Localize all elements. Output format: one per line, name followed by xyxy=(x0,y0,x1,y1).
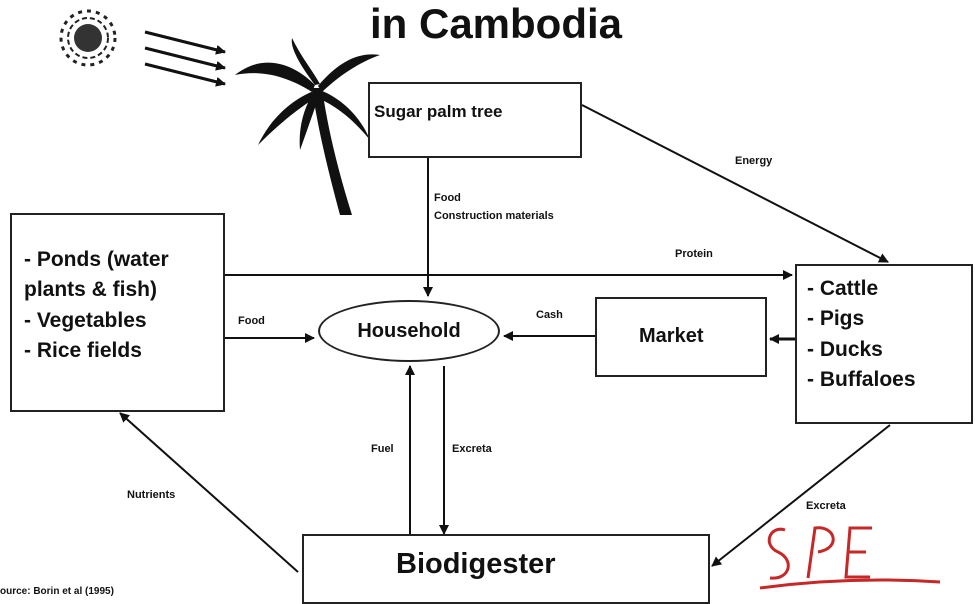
household-label: Household xyxy=(357,320,460,343)
edge-label-construction: Construction materials xyxy=(434,210,554,222)
edge-label-excreta-household: Excreta xyxy=(452,443,492,455)
livestock-node: - Cattle - Pigs - Ducks - Buffaloes xyxy=(795,264,973,424)
edge-label-excreta-livestock: Excreta xyxy=(806,500,846,512)
crops-item: - Vegetables xyxy=(24,306,223,336)
household-node: Household xyxy=(318,300,500,362)
source-note: ource: Borin et al (1995) xyxy=(0,586,114,597)
crops-item: plants & fish) xyxy=(24,275,223,305)
crops-node: - Ponds (water plants & fish) - Vegetabl… xyxy=(10,213,225,412)
livestock-item: - Pigs xyxy=(807,304,971,334)
livestock-item: - Cattle xyxy=(807,274,971,304)
sugar-palm-label: Sugar palm tree xyxy=(374,102,503,122)
sun-icon xyxy=(61,11,115,65)
edge-label-food: Food xyxy=(434,192,461,204)
livestock-item: - Buffaloes xyxy=(807,365,971,395)
livestock-item: - Ducks xyxy=(807,335,971,365)
crops-item: - Rice fields xyxy=(24,336,223,366)
stamp-mark xyxy=(760,528,940,588)
edge-label-food-crops: Food xyxy=(238,315,265,327)
edge-label-cash: Cash xyxy=(536,309,563,321)
sugar-palm-node: Sugar palm tree xyxy=(368,82,582,158)
edge-label-nutrients: Nutrients xyxy=(127,489,175,501)
edge-label-protein: Protein xyxy=(675,248,713,260)
biodigester-node: Biodigester xyxy=(302,534,710,604)
market-node: Market xyxy=(595,297,767,377)
palm-tree-icon xyxy=(235,38,380,215)
market-label: Market xyxy=(639,325,703,348)
edge-label-energy: Energy xyxy=(735,155,772,167)
crops-item: - Ponds (water xyxy=(24,245,223,275)
edge-label-fuel: Fuel xyxy=(371,443,394,455)
sun-rays xyxy=(145,32,225,84)
biodigester-label: Biodigester xyxy=(396,548,556,581)
